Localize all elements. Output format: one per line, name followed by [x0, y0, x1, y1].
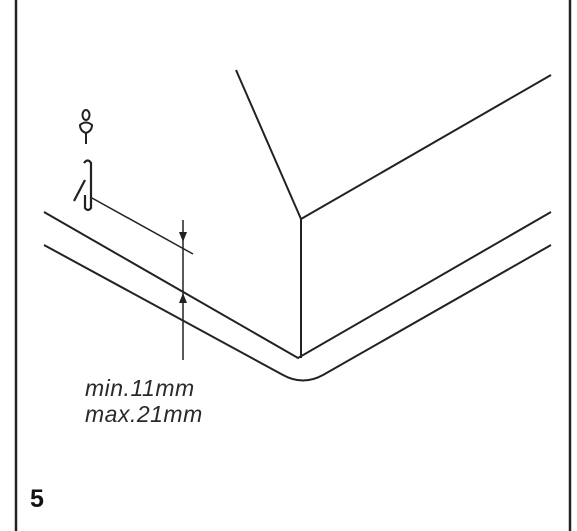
appliance-body — [235, 69, 552, 358]
arrow-up-icon — [179, 293, 187, 303]
screw-icon — [78, 109, 94, 144]
arrow-down-icon — [179, 232, 187, 242]
worktop-edge — [43, 211, 552, 382]
worktop-top-edge — [43, 211, 552, 360]
reference-line — [91, 197, 194, 255]
step-number: 5 — [30, 485, 44, 513]
dimension-arrows — [179, 232, 187, 303]
appliance-top-right-edge — [300, 74, 552, 220]
worktop-bottom-edge — [43, 244, 552, 382]
dimension-min-label: min.11mm — [85, 375, 195, 401]
figure-border — [14, 0, 572, 531]
dimension-max-label: max.21mm — [85, 401, 203, 427]
dimension-guide — [91, 197, 194, 360]
appliance-top-left-edge — [235, 69, 302, 220]
clamp-bracket-icon — [73, 159, 93, 212]
